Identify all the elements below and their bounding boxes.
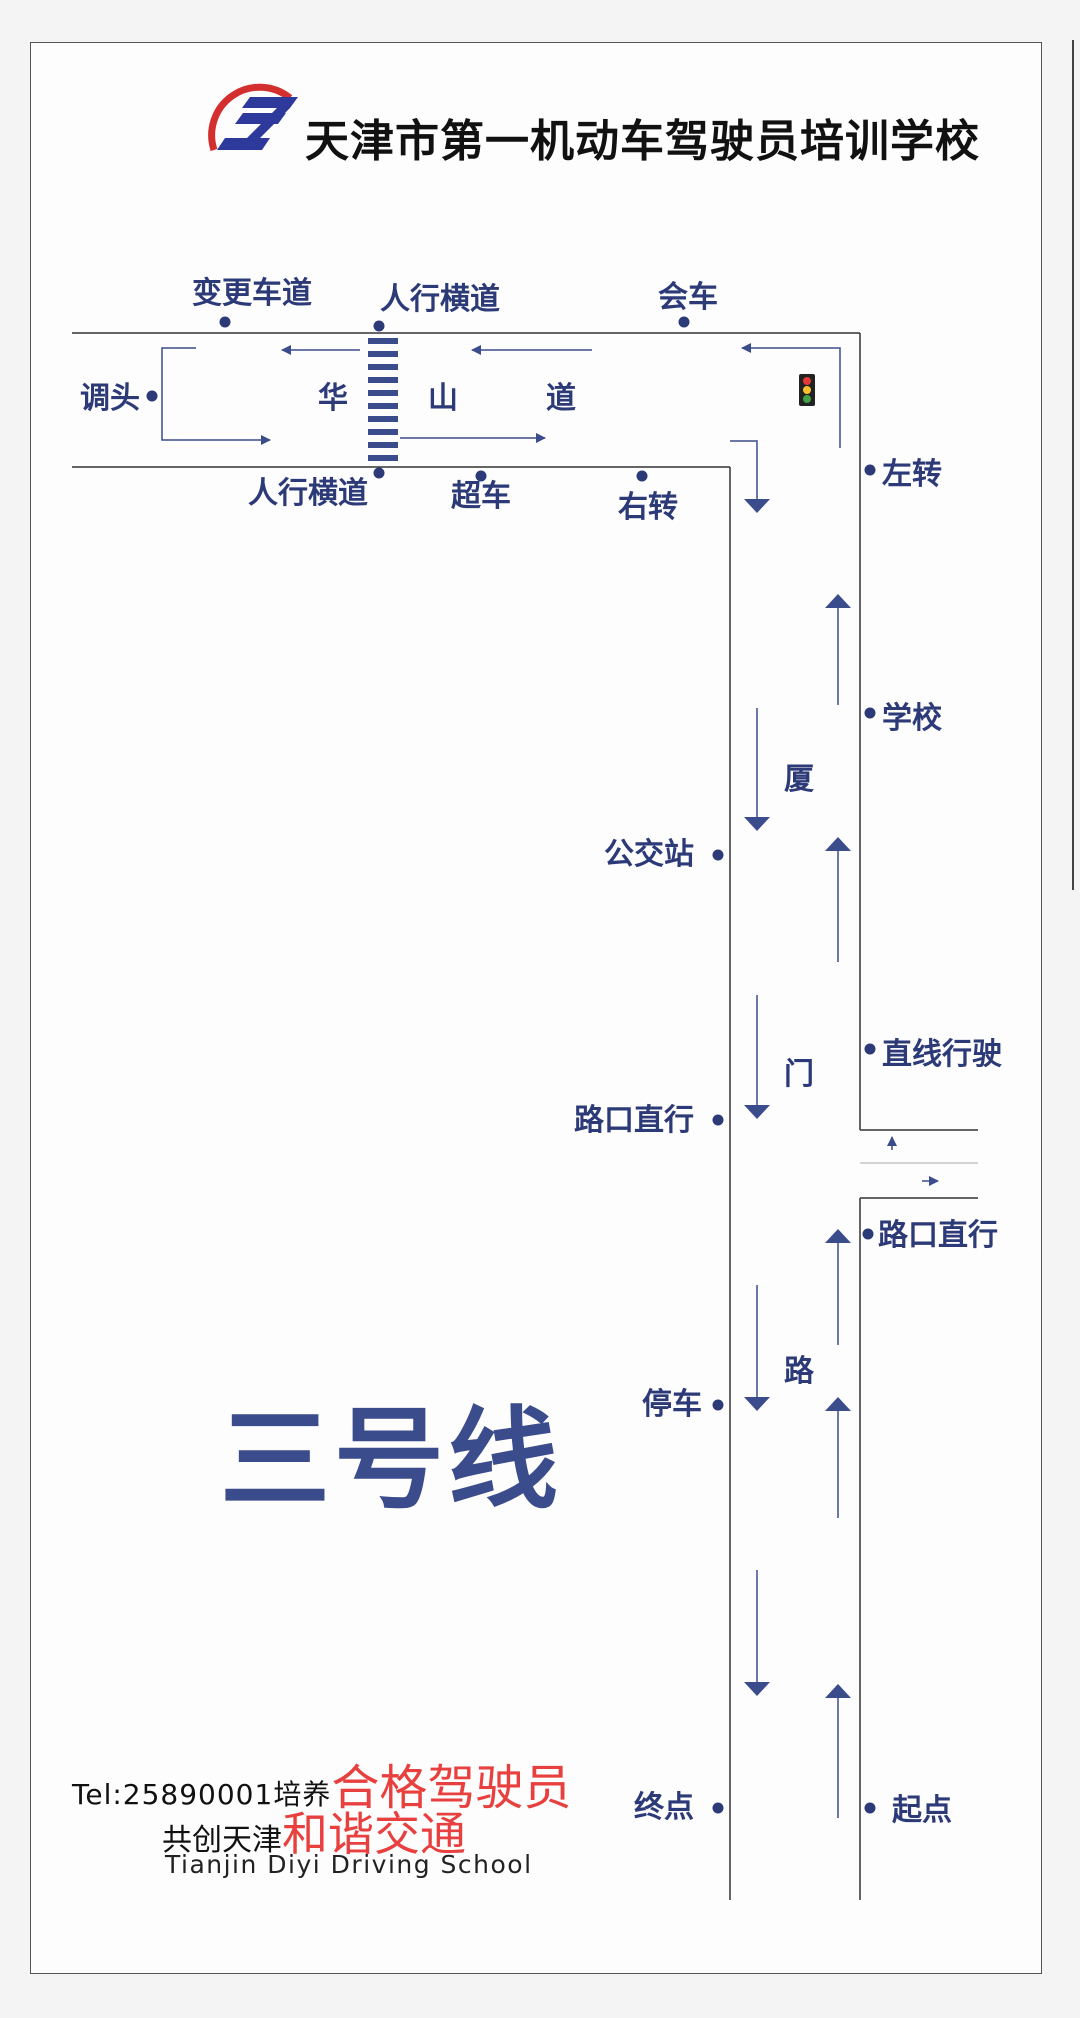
footer-together: 共创天津 [162,1823,282,1858]
footer-tel-row: Tel:25890001培养合格驾驶员 [72,1748,571,1818]
route-arrows [161,343,939,1818]
map-frame [30,42,1042,1974]
footer-slogan-row: 共创天津和谐交通 [162,1798,466,1864]
label-u-turn: 调头 [80,381,140,416]
school-name: 天津市第一机动车驾驶员培训学校 [305,116,980,167]
label-crosswalk-top: 人行横道 [380,282,500,317]
crosswalk [368,338,398,461]
road-name-xiamen-1: 厦 [784,762,814,797]
point-markers [146,316,876,1814]
label-start: 起点 [892,1793,952,1828]
footer-cultivate: 培养 [273,1778,332,1811]
footer-slogan-1: 合格驾驶员 [331,1760,572,1816]
road-name-xiamen-2: 门 [784,1057,814,1092]
label-end: 终点 [634,1790,694,1825]
label-school: 学校 [882,701,942,736]
traffic-light-icon [799,374,815,406]
school-logo [208,83,298,152]
label-crosswalk-bottom: 人行横道 [248,476,368,511]
label-right-turn: 右转 [618,490,678,525]
label-left-turn: 左转 [882,457,942,492]
footer-slogan-2: 和谐交通 [282,1807,466,1861]
label-overtake: 超车 [451,479,511,514]
road-name-xiamen-3: 路 [784,1354,814,1389]
frame-edge [1072,40,1074,890]
footer-english: Tianjin Diyi Driving School [165,1850,533,1879]
road-name-huashan-3: 道 [546,381,576,416]
label-intersection-straight-left: 路口直行 [574,1103,694,1138]
road-name-huashan-1: 华 [318,381,348,416]
label-parking: 停车 [642,1387,702,1422]
route-name: 三号线 [220,1395,562,1524]
footer-tel: Tel:25890001 [72,1778,274,1811]
label-straight-driving: 直线行驶 [882,1037,1002,1072]
label-bus-stop: 公交站 [604,837,694,872]
road-lines [72,332,978,1900]
label-intersection-straight-right: 路口直行 [878,1218,998,1253]
label-change-lane: 变更车道 [192,276,312,311]
road-name-huashan-2: 山 [428,381,458,416]
label-meet-car: 会车 [658,280,718,315]
